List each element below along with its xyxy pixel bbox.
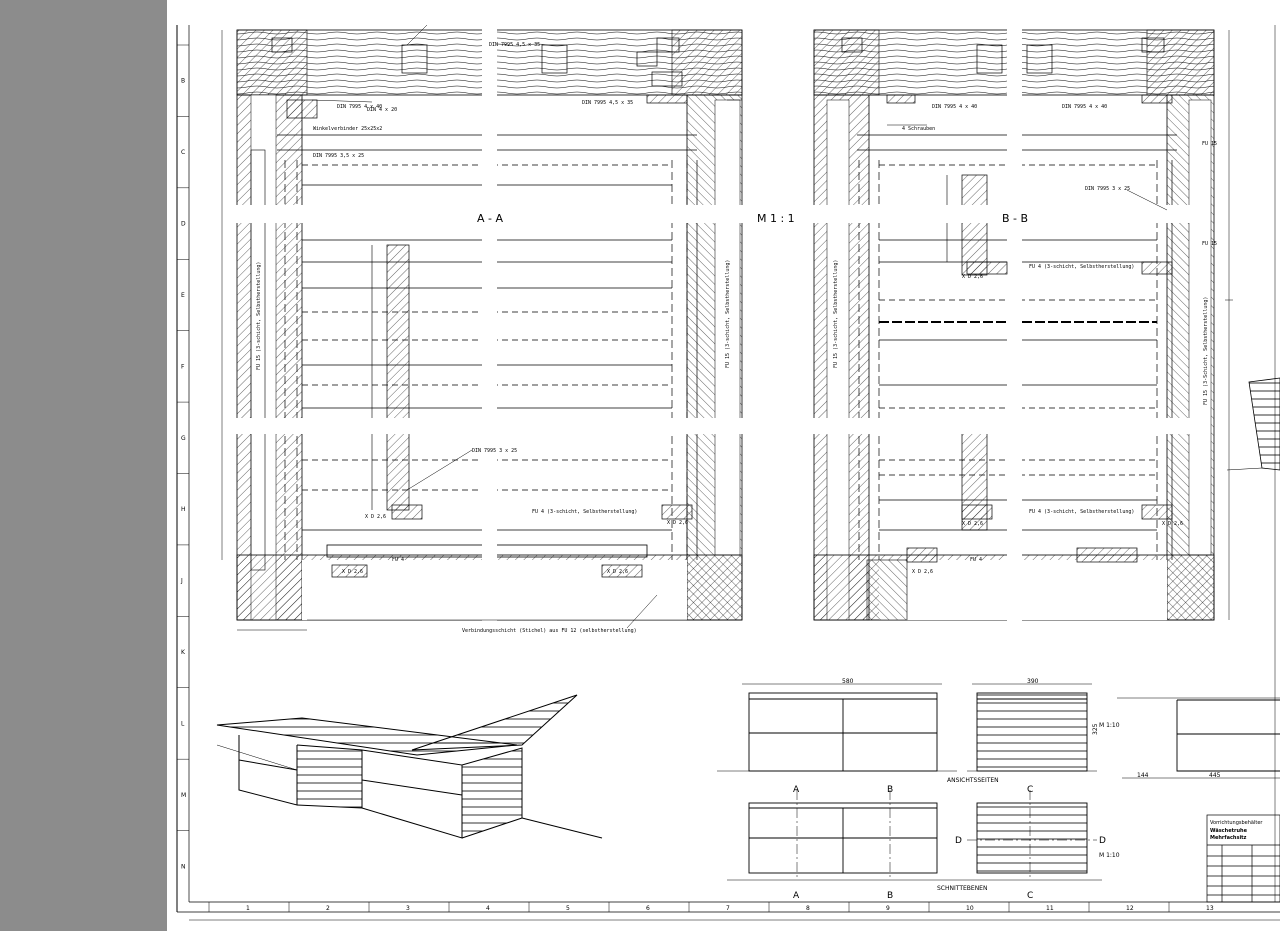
callout-profil: DIN 4 x 20 (367, 107, 397, 113)
cut-c-top: C (1027, 785, 1033, 795)
section-a-title: A - A (477, 212, 503, 225)
row-label-K: K (181, 649, 186, 656)
scale-small-2: M 1:10 (1099, 852, 1120, 859)
cut-b-top: B (887, 785, 893, 795)
view-section-front (748, 790, 938, 880)
callout-fu15-vert-c: FU 15 (3-schicht, Selbstherstellung) (833, 260, 839, 368)
xdim-2: X D 2,6 (667, 520, 688, 526)
xdim-7: X D 2,6 (962, 274, 983, 280)
col-label-5: 5 (566, 905, 570, 912)
xdim-5: X D 2,6 (962, 521, 983, 527)
scale-small: M 1:10 (1099, 722, 1120, 729)
callout-din-b-1: DIN 7995 4 x 40 (932, 104, 977, 110)
view-section-side (727, 790, 1102, 881)
callout-din-top-left: DIN 7995 4,5 x 35 (489, 42, 540, 48)
row-label-L: L (181, 720, 185, 727)
callout-fu4-b: FU 4 (970, 557, 982, 563)
row-label-D: D (181, 221, 186, 228)
cut-d-right: D (1099, 836, 1106, 846)
dim-small-2: 445 (1209, 772, 1221, 779)
callout-din-small: DIN 7995 3,5 x 25 (313, 153, 364, 159)
col-label-13: 13 (1206, 905, 1214, 912)
ansicht-label: ANSICHTSSEITEN (947, 777, 999, 784)
callout-verbindungsschicht: Verbindungsschicht (Stichel) aus FU 12 (… (462, 628, 637, 634)
col-label-6: 6 (646, 905, 650, 912)
col-label-8: 8 (806, 905, 810, 912)
row-label-M: M (181, 792, 186, 799)
view-front (717, 683, 957, 772)
callout-din-b-mid: DIN 7995 3 x 25 (1085, 186, 1130, 192)
row-label-N: N (181, 863, 186, 870)
cut-a-bottom: A (793, 891, 800, 901)
dim-depth: 390 (1027, 678, 1039, 685)
dim-width: 580 (842, 678, 854, 685)
view-top-partial (1117, 697, 1280, 779)
col-label-3: 3 (406, 905, 410, 912)
col-label-2: 2 (326, 905, 330, 912)
dim-height: 325 (1092, 723, 1099, 735)
row-label-F: F (181, 363, 185, 370)
row-label-G: G (181, 435, 186, 442)
callout-fu4-c: FU 4 (3-schicht, Selbstherstellung) (532, 509, 637, 515)
title-block (1206, 814, 1280, 903)
callout-din-mid: DIN 7995 3 x 25 (472, 448, 517, 454)
col-label-9: 9 (886, 905, 890, 912)
xdim-4: X D 2,6 (607, 569, 628, 575)
callout-winkel: Winkelverbinder 25x25x2 (313, 126, 382, 132)
viewer-gutter (0, 0, 167, 931)
partial-side-view (1226, 377, 1280, 471)
cut-b-bottom: B (887, 891, 893, 901)
scale-label: M 1 : 1 (757, 212, 795, 225)
xdim-8: X D 2,6 (912, 569, 933, 575)
col-label-10: 10 (966, 905, 974, 912)
callout-din-top-right: DIN 7995 4,5 x 35 (582, 100, 633, 106)
section-a-drawing (207, 24, 767, 631)
col-label-4: 4 (486, 905, 490, 912)
frame-row-markers: B C D E F G H J K L M N (177, 44, 189, 870)
callout-fu4-a: FU 4 (392, 557, 404, 563)
row-label-B: B (181, 78, 185, 85)
col-label-7: 7 (726, 905, 730, 912)
callout-din-a-1: DIN 7995 4 x 40 (337, 104, 382, 110)
xdim-1: X D 2,6 (365, 514, 386, 520)
dim-small-1: 144 (1137, 772, 1149, 779)
title-line-3: Mehrfachsitz (1210, 835, 1247, 841)
row-label-C: C (181, 149, 185, 156)
schnitt-label: SCHNITTEBENEN (937, 885, 987, 892)
col-label-12: 12 (1126, 905, 1134, 912)
cut-c-bottom: C (1027, 891, 1033, 901)
callout-fu15-b-top: FU 15 (1202, 141, 1217, 147)
callout-kleinteil: 4 Schrauben (902, 126, 935, 132)
title-line-2: Wäschetruhe (1210, 828, 1248, 834)
xdim-6: X D 2,6 (1162, 521, 1183, 527)
callout-fu15-vert-d: FU 15 (3-Schicht, Selbstherstellung) (1203, 297, 1209, 405)
callout-fu4-d: FU 4 (3-schicht, Selbstherstellung) (1029, 509, 1134, 515)
section-b-drawing (787, 25, 1233, 625)
callout-fu15-vert-a: FU 15 (3-schicht, Selbstherstellung) (256, 262, 262, 370)
col-label-11: 11 (1046, 905, 1054, 912)
callout-fu4-e: FU 4 (3-schicht, Selbstherstellung) (1029, 264, 1134, 270)
callout-fu15-vert-b: FU 15 (3-schicht, Selbstherstellung) (725, 260, 731, 368)
callout-fu15-b-mid: FU 15 (1202, 241, 1217, 247)
section-b-title: B - B (1002, 212, 1028, 225)
callout-din-b-2: DIN 7995 4 x 40 (1062, 104, 1107, 110)
isometric-box-drawing (216, 694, 603, 839)
title-line-1: Vorrichtungsbehälter (1210, 820, 1263, 826)
xdim-3: X D 2,6 (342, 569, 363, 575)
col-label-1: 1 (246, 905, 250, 912)
cut-a-top: A (793, 785, 800, 795)
row-label-E: E (181, 292, 185, 299)
view-side (967, 683, 1097, 772)
row-label-H: H (181, 506, 186, 513)
cut-d-left: D (955, 836, 962, 846)
row-label-J: J (180, 578, 183, 585)
